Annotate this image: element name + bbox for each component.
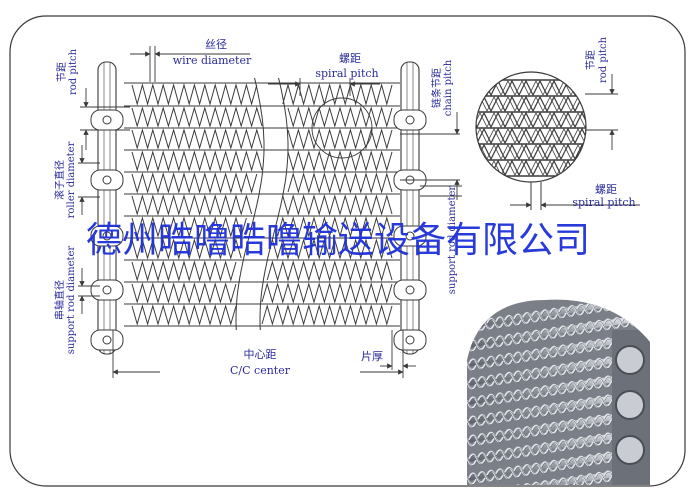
support-rod-label-en: support rod diameter xyxy=(66,246,77,355)
detail-circle xyxy=(475,71,587,210)
mesh-body xyxy=(124,77,400,331)
wire-diameter-label-en: wire diameter xyxy=(173,54,252,67)
company-watermark: 德州晧噜晧噜输送设备有限公司 xyxy=(86,220,590,261)
detail-pitch-label-en: rod pitch xyxy=(598,36,609,83)
support-rod-right-label: support rod diameter xyxy=(447,186,458,295)
thickness-label-cn: 片厚 xyxy=(361,350,383,363)
mesh-photo xyxy=(467,299,650,485)
chain-pitch-label-en: chain pitch xyxy=(443,59,454,116)
center-label-cn: 中心距 xyxy=(244,348,277,361)
detail-spiral-label-cn: 螺距 xyxy=(595,183,617,196)
frame-border xyxy=(9,15,686,487)
wire-diameter-label-cn: 丝径 xyxy=(205,38,227,51)
center-label-en: C/C center xyxy=(230,364,291,377)
chain-pitch-label-cn: 链条节距 xyxy=(430,68,443,108)
detail-pitch-label-cn: 节距 xyxy=(585,50,597,70)
spiral-pitch-label-cn: 螺距 xyxy=(339,52,361,65)
dimension-lines xyxy=(78,46,640,378)
support-rod-label-cn: 串轴直径 xyxy=(53,280,66,320)
left-chain xyxy=(90,61,124,355)
right-chain xyxy=(393,61,427,355)
roller-diameter-label-cn: 滚子直径 xyxy=(53,160,66,200)
rod-pitch-label-cn: 节距 xyxy=(56,62,68,82)
spiral-pitch-label-en: spiral pitch xyxy=(315,67,378,80)
roller-diameter-label-en: roller diameter xyxy=(66,141,77,218)
rod-pitch-label-en: rod pitch xyxy=(68,48,79,95)
detail-spiral-label-en: spiral pitch xyxy=(572,196,635,209)
